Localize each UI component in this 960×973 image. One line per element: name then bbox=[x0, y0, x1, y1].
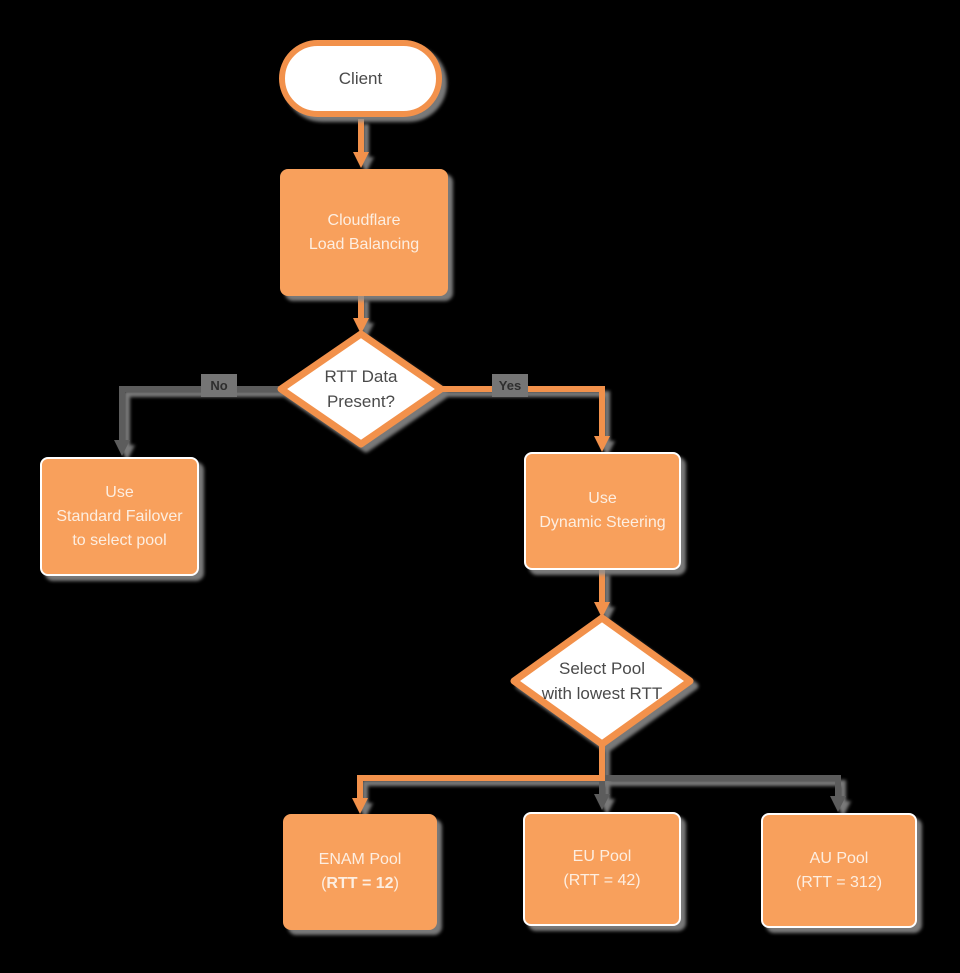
edge-rtt-no-arrowhead bbox=[114, 440, 130, 456]
edge-cloudflare-rtt-arrowhead bbox=[353, 318, 369, 334]
node-au-pool-label: AU Pool (RTT = 312) bbox=[795, 849, 883, 891]
enam-rtt-line: (RTT = 12) bbox=[321, 875, 399, 892]
edge-select-pool-enam-arrowhead bbox=[352, 798, 368, 814]
node-enam-pool: ENAM Pool (RTT = 12) bbox=[283, 814, 437, 930]
node-eu-pool: EU Pool (RTT = 42) bbox=[523, 812, 681, 926]
decision-select-pool-label: Select Pool with lowest RTT bbox=[541, 658, 663, 704]
decision-rtt-data-present-label: RTT Data Present? bbox=[324, 366, 398, 412]
edge-client-cloudflare-arrowhead bbox=[353, 152, 369, 168]
node-use-dynamic-steering: Use Dynamic Steering bbox=[524, 452, 681, 570]
node-standard-failover-label: Use Standard Failover to select pool bbox=[56, 483, 183, 549]
edge-select-pool-eu-arrowhead bbox=[594, 794, 610, 810]
node-dynamic-steering-label: Use Dynamic Steering bbox=[539, 490, 666, 531]
node-cloudflare-load-balancing: Cloudflare Load Balancing bbox=[280, 169, 448, 296]
edge-select-pool-enam-line bbox=[357, 744, 605, 800]
node-cloudflare-label: Cloudflare Load Balancing bbox=[308, 211, 420, 253]
node-client-label: Client bbox=[338, 68, 383, 88]
node-client: Client bbox=[279, 40, 442, 117]
edge-label-no: No bbox=[201, 374, 237, 397]
edge-group bbox=[114, 119, 846, 814]
edge-label-yes: Yes bbox=[492, 374, 528, 397]
edge-select-pool-au-arrowhead bbox=[830, 796, 846, 812]
node-enam-pool-label: ENAM Pool (RTT = 12) bbox=[319, 848, 402, 896]
node-use-standard-failover: Use Standard Failover to select pool bbox=[40, 457, 199, 576]
node-eu-pool-label: EU Pool (RTT = 42) bbox=[563, 848, 641, 889]
edge-steering-select-arrowhead bbox=[594, 602, 610, 618]
decision-rtt-data-present-shape bbox=[277, 330, 445, 448]
edge-rtt-yes-arrowhead bbox=[594, 436, 610, 452]
enam-rtt-value: RTT = 12 bbox=[326, 875, 394, 892]
decision-select-pool-shape bbox=[510, 614, 694, 748]
edge-select-pool-au-line bbox=[602, 775, 841, 798]
node-au-pool: AU Pool (RTT = 312) bbox=[761, 813, 917, 928]
